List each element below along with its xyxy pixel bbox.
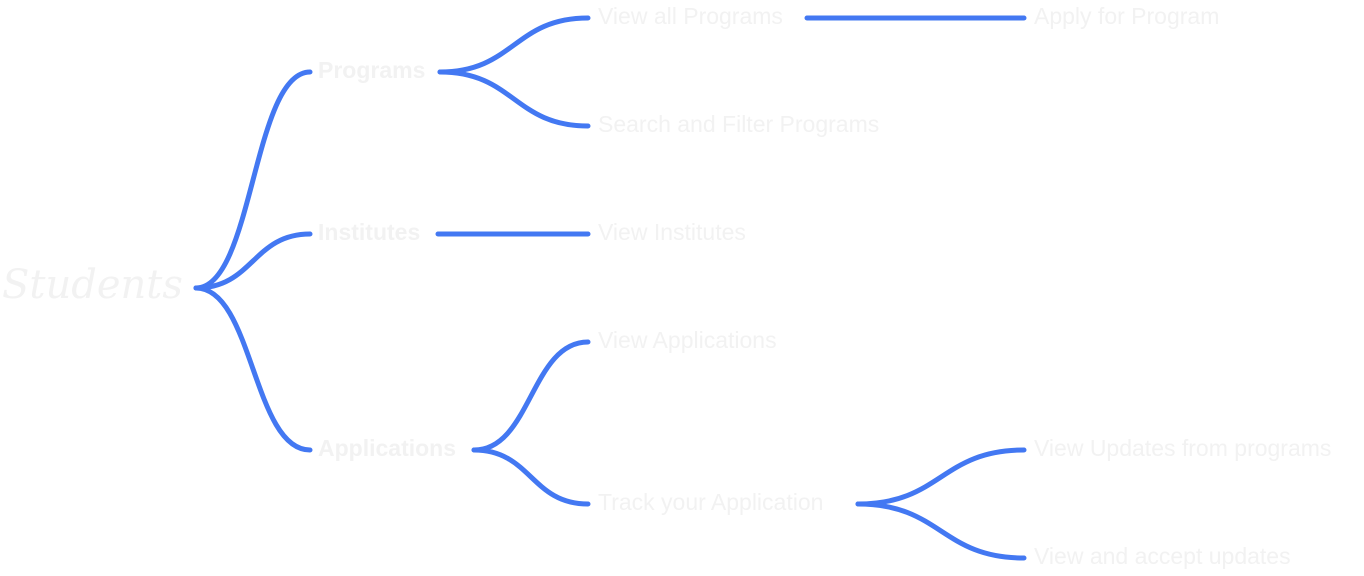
root-node-students: Students — [2, 262, 183, 308]
link-applications-track — [471, 447, 591, 507]
link-track-updates — [855, 447, 1027, 507]
node-programs: Programs — [318, 57, 425, 83]
link-programs-view-all — [437, 15, 591, 75]
link-root-programs — [193, 69, 313, 291]
mindmap-links — [193, 15, 1027, 561]
node-search-filter-programs: Search and Filter Programs — [598, 111, 879, 137]
link-track-accept — [855, 501, 1027, 561]
link-root-applications — [193, 285, 313, 453]
node-view-applications: View Applications — [598, 327, 777, 353]
node-track-application: Track your Application — [598, 489, 823, 515]
node-applications: Applications — [318, 435, 456, 461]
node-view-institutes: View Institutes — [598, 219, 746, 245]
node-view-all-programs: View all Programs — [598, 3, 783, 29]
node-apply-for-program: Apply for Program — [1034, 3, 1219, 29]
link-applications-view — [471, 339, 591, 453]
link-root-institutes — [193, 231, 313, 291]
node-view-accept-updates: View and accept updates — [1034, 543, 1291, 569]
node-institutes: Institutes — [318, 219, 420, 245]
node-view-updates-from-programs: View Updates from programs — [1034, 435, 1331, 461]
link-programs-search — [437, 69, 591, 129]
